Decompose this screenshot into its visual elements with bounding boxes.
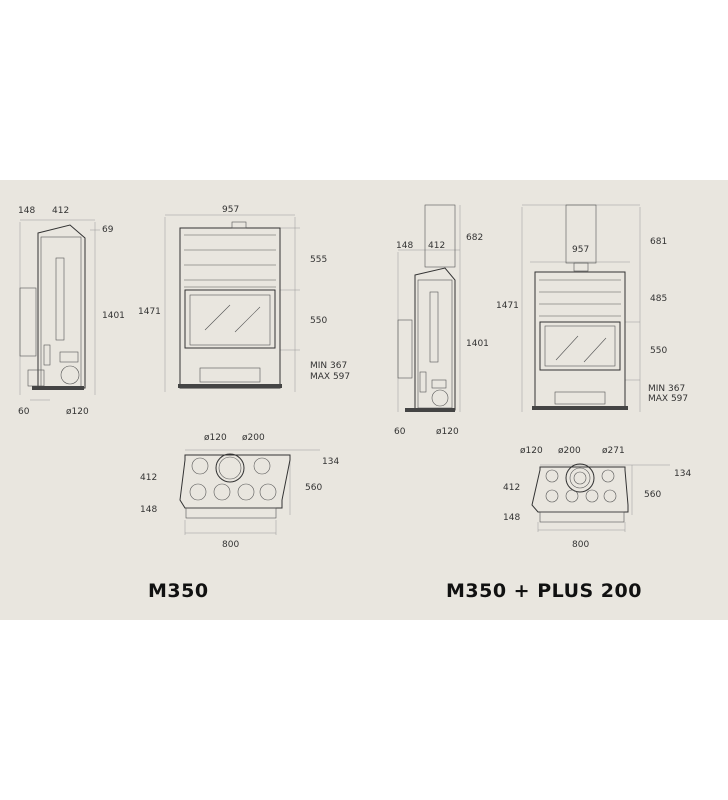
m350-side-view: 148 412 69 1401 60 ø120 xyxy=(18,206,125,417)
plus200-front-height-dim: 1471 xyxy=(496,301,519,311)
plus200-side-top-height-dim: 682 xyxy=(466,233,483,243)
plus200-title: M350 + PLUS 200 xyxy=(446,580,642,602)
plus200-front-min-dim: MIN 367 xyxy=(648,384,685,394)
m350-side-top-left-dim: 148 xyxy=(18,206,35,216)
m350-front-width-dim: 957 xyxy=(222,205,239,215)
m350-side-height-dim: 1401 xyxy=(102,311,125,321)
plus200-top-bottom-dim: 148 xyxy=(503,513,520,523)
plus200-top-flue3-dim: ø271 xyxy=(602,446,625,456)
m350-top-view: ø120 ø200 134 412 560 148 800 xyxy=(140,433,339,550)
drawing-panel xyxy=(0,180,728,620)
plus200-front-window-dim: 550 xyxy=(650,346,667,356)
plus200-front-top-height-dim: 681 xyxy=(650,237,667,247)
m350-front-height-dim: 1471 xyxy=(138,307,161,317)
plus200-side-top-width-dim: 412 xyxy=(428,241,445,251)
m350-top-depth-outer-dim: 560 xyxy=(305,483,322,493)
m350-front-max-dim: MAX 597 xyxy=(310,372,350,382)
m350-top-flue1-dim: ø120 xyxy=(204,433,227,443)
m350-front-upper-dim: 555 xyxy=(310,255,327,265)
plus200-side-height-dim: 1401 xyxy=(466,339,489,349)
plus200-side-view: 148 412 682 1401 60 ø120 xyxy=(394,204,489,437)
plus200-front-upper-dim: 485 xyxy=(650,294,667,304)
plus200-top-width-dim: 800 xyxy=(572,540,589,550)
plus200-front-view: 957 681 1471 485 550 MIN 367 MAX 597 xyxy=(496,204,688,412)
m350-top-bottom-dim: 148 xyxy=(140,505,157,515)
plus200-side-top-left-dim: 148 xyxy=(396,241,413,251)
plus200-front-max-dim: MAX 597 xyxy=(648,394,688,404)
m350-side-bottom-dim: 60 xyxy=(18,407,30,417)
plus200-top-flue1-dim: ø120 xyxy=(520,446,543,456)
m350-front-min-dim: MIN 367 xyxy=(310,361,347,371)
m350-side-flue-dim: ø120 xyxy=(66,407,89,417)
plus200-top-depth-inner-dim: 412 xyxy=(503,483,520,493)
m350-top-depth-inner-dim: 412 xyxy=(140,473,157,483)
plus200-side-bottom-dim: 60 xyxy=(394,427,406,437)
m350-front-window-dim: 550 xyxy=(310,316,327,326)
m350-side-top-width-dim: 412 xyxy=(52,206,69,216)
m350-top-flue2-dim: ø200 xyxy=(242,433,265,443)
plus200-top-depth-outer-dim: 560 xyxy=(644,490,661,500)
plus200-side-flue-dim: ø120 xyxy=(436,427,459,437)
m350-side-top-right-dim: 69 xyxy=(102,225,114,235)
m350-title: M350 xyxy=(148,580,209,602)
plus200-front-width-dim: 957 xyxy=(572,245,589,255)
plus200-top-right-dim: 134 xyxy=(674,469,691,479)
m350-top-right-dim: 134 xyxy=(322,457,339,467)
m350-top-width-dim: 800 xyxy=(222,540,239,550)
plus200-top-view: ø120 ø200 ø271 134 412 560 148 800 xyxy=(503,446,691,550)
plus200-top-flue2-dim: ø200 xyxy=(558,446,581,456)
m350-front-view: 957 1471 555 550 MIN 367 MAX 597 xyxy=(138,205,350,392)
